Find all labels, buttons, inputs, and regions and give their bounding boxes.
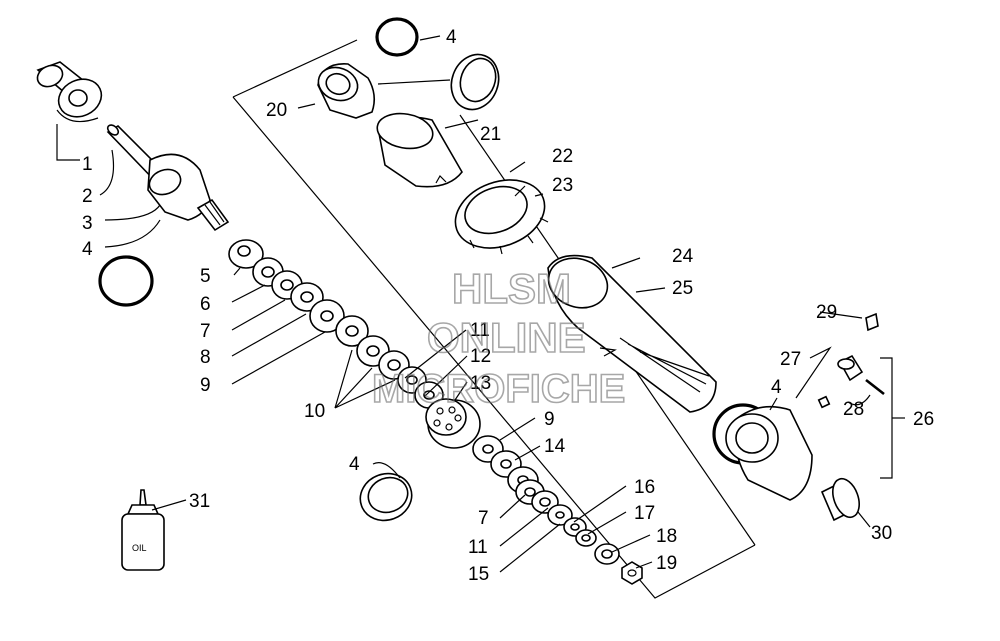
washer-stack-upper bbox=[228, 239, 444, 409]
callout-24: 24 bbox=[672, 246, 694, 267]
oil-bottle-label: OIL bbox=[132, 543, 147, 553]
callout-3: 3 bbox=[82, 213, 93, 234]
assembly-frame-bottom bbox=[232, 96, 756, 599]
part-4-band-top bbox=[450, 53, 500, 111]
leader-lines bbox=[56, 35, 905, 573]
callout-25: 25 bbox=[672, 278, 693, 299]
callout-1: 1 bbox=[82, 154, 93, 175]
callout-12: 12 bbox=[470, 346, 491, 367]
part-4-band-bottom bbox=[359, 472, 413, 522]
callout-7: 7 bbox=[200, 321, 211, 342]
callout-9-lower: 9 bbox=[544, 409, 555, 430]
part-20-seal-head bbox=[317, 63, 376, 119]
callout-4-lower: 4 bbox=[349, 454, 360, 475]
reservoir-body bbox=[725, 405, 813, 501]
part-2-3-shaft-assembly bbox=[106, 124, 230, 232]
washer-stack-lower bbox=[472, 435, 643, 585]
callout-5: 5 bbox=[200, 266, 211, 287]
callout-21: 21 bbox=[480, 124, 501, 145]
callout-20: 20 bbox=[266, 100, 287, 121]
callout-16: 16 bbox=[634, 477, 655, 498]
watermark-line1: HLSM bbox=[452, 265, 571, 312]
part-4-oring-top bbox=[375, 17, 419, 57]
part-31-oil-bottle: OIL bbox=[121, 489, 165, 571]
part-4-oring-left bbox=[98, 255, 154, 307]
callout-28: 28 bbox=[843, 399, 864, 420]
callout-26: 26 bbox=[913, 409, 934, 430]
callout-29: 29 bbox=[816, 302, 837, 323]
callout-4: 4 bbox=[82, 239, 93, 260]
callout-6: 6 bbox=[200, 294, 211, 315]
callout-30: 30 bbox=[871, 523, 892, 544]
part-24-25-body bbox=[547, 254, 717, 413]
callout-22: 22 bbox=[552, 146, 573, 167]
callout-7-lower: 7 bbox=[478, 508, 489, 529]
callout-8: 8 bbox=[200, 347, 211, 368]
callout-23: 23 bbox=[552, 175, 573, 196]
part-21-sleeve bbox=[376, 112, 463, 188]
callout-14: 14 bbox=[544, 436, 566, 457]
callout-4-right: 4 bbox=[771, 377, 782, 398]
watermark-line3: MICROFICHE bbox=[372, 367, 625, 411]
callout-9: 9 bbox=[200, 375, 211, 396]
part-30-cap bbox=[820, 477, 860, 522]
callout-11: 11 bbox=[470, 320, 490, 341]
callout-19: 19 bbox=[656, 553, 677, 574]
callout-2: 2 bbox=[82, 186, 93, 207]
callout-27: 27 bbox=[780, 349, 801, 370]
callout-labels: 1 2 3 4 5 6 7 8 9 10 11 12 13 4 9 14 16 … bbox=[82, 27, 934, 585]
callout-13: 13 bbox=[470, 373, 491, 394]
callout-17: 17 bbox=[634, 503, 655, 524]
assembly-frame bbox=[232, 39, 358, 98]
callout-18: 18 bbox=[656, 526, 677, 547]
part-1-bushing bbox=[36, 61, 103, 123]
callout-11-lower: 11 bbox=[468, 537, 488, 558]
part-26-29-valve bbox=[817, 312, 885, 409]
callout-10: 10 bbox=[304, 401, 325, 422]
watermark-line2: ONLINE bbox=[427, 314, 586, 361]
watermark: HLSM ONLINE MICROFICHE bbox=[371, 264, 626, 412]
callout-15: 15 bbox=[468, 564, 489, 585]
callout-31: 31 bbox=[189, 491, 210, 512]
callout-4-top: 4 bbox=[446, 27, 457, 48]
piston bbox=[425, 398, 481, 449]
part-22-23-spring-collar bbox=[454, 179, 549, 255]
